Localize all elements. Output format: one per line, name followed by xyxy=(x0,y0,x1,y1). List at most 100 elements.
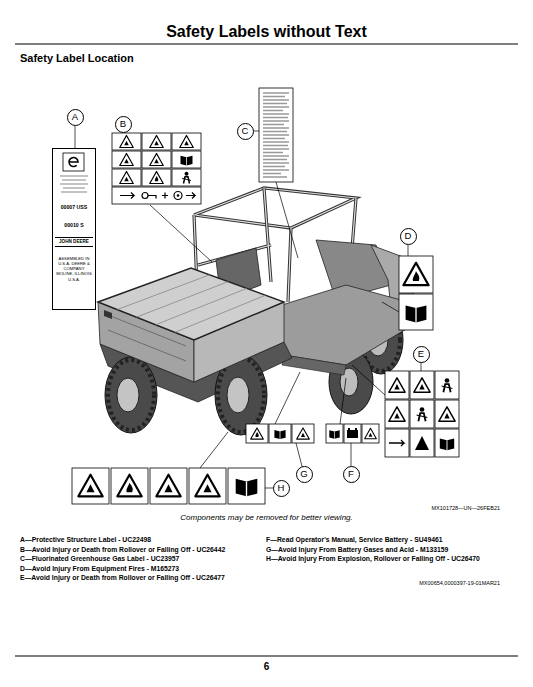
label-b-pictograms xyxy=(186,193,195,199)
callout-circle: F xyxy=(343,466,360,483)
label-e-pictograms xyxy=(410,371,434,399)
label-f-pictograms xyxy=(347,430,358,438)
label-b-pictograms xyxy=(150,154,164,166)
label-e-pictograms xyxy=(389,440,404,446)
figure-code: MX101728—UN—26FEB21 xyxy=(300,505,500,512)
label-h-pictograms xyxy=(189,468,226,504)
label-key-entry: G—Avoid Injury From Battery Gases and Ac… xyxy=(266,545,491,555)
callout-circle: A xyxy=(67,109,84,126)
label-g-pictograms xyxy=(269,424,291,443)
label-b-pictograms xyxy=(150,136,164,148)
label-e-pictograms xyxy=(417,407,428,421)
label-e-pictograms xyxy=(435,371,459,399)
label-e-pictograms xyxy=(435,429,459,457)
page-title: Safety Labels without Text xyxy=(0,23,533,41)
label-a-panel-art xyxy=(63,153,84,171)
label-f-pictograms xyxy=(344,424,361,443)
label-e-pictograms xyxy=(435,400,459,428)
page-number: 6 xyxy=(0,661,533,673)
utility-vehicle xyxy=(117,275,265,333)
utility-vehicle xyxy=(117,378,139,412)
label-e-pictograms xyxy=(385,400,409,428)
label-text: ASSEMBLED IN U.S.A. DEERE & COMPANY MOLI… xyxy=(55,256,93,282)
label-e-pictograms xyxy=(435,371,459,399)
label-b-pictograms xyxy=(177,194,180,197)
title-rule xyxy=(15,43,518,44)
label-e-pictograms xyxy=(435,400,459,428)
label-e-pictograms xyxy=(414,378,430,392)
label-d-pictograms xyxy=(399,256,433,293)
label-d-pictograms xyxy=(406,306,427,323)
label-d-pictograms xyxy=(399,294,433,330)
label-g-pictograms xyxy=(246,424,314,443)
callout-letter: F xyxy=(348,469,354,479)
label-panel: 00007 USS00010 SJOHN DEEREASSEMBLED IN U… xyxy=(52,148,96,310)
label-b-pictograms xyxy=(182,172,191,184)
label-d-pictograms xyxy=(399,256,433,293)
label-b-pictograms xyxy=(172,151,201,168)
label-key-entry: C—Fluorinated Greenhouse Gas Label - UC2… xyxy=(20,554,262,564)
callout-circle: E xyxy=(413,346,430,363)
label-b-pictograms xyxy=(181,156,193,166)
label-d-pictograms xyxy=(399,294,433,330)
figure-caption: Components may be removed for better vie… xyxy=(0,513,533,523)
label-d-pictograms xyxy=(399,256,433,330)
label-f-pictograms xyxy=(365,428,377,438)
callout-letter: E xyxy=(418,349,424,359)
label-d-pictograms xyxy=(403,263,428,285)
label-g-pictograms xyxy=(246,424,268,443)
label-key-entry: A—Protective Structure Label - UC22498 xyxy=(20,535,262,545)
label-b-pictograms xyxy=(120,154,134,166)
label-text: JOHN DEERE xyxy=(55,237,93,247)
label-b-pictograms xyxy=(174,192,182,200)
label-b-pictograms xyxy=(162,193,168,199)
label-b-pictograms xyxy=(112,133,141,150)
label-g-pictograms xyxy=(269,424,291,443)
label-b-pictograms xyxy=(172,133,201,150)
callout-circle: H xyxy=(273,480,290,497)
label-e-pictograms xyxy=(385,429,409,457)
label-b-pictograms xyxy=(172,169,201,186)
utility-vehicle xyxy=(194,188,356,228)
callout-letter: A xyxy=(72,112,78,122)
label-g-pictograms xyxy=(297,428,310,439)
label-e-pictograms xyxy=(410,429,434,457)
label-h-pictograms xyxy=(195,475,219,497)
utility-vehicle xyxy=(98,268,284,340)
utility-vehicle xyxy=(108,360,154,430)
label-b-pictograms xyxy=(112,151,141,168)
label-e-pictograms xyxy=(385,371,409,399)
label-f-pictograms xyxy=(344,424,361,443)
label-b-pictograms xyxy=(142,169,171,186)
label-e-pictograms xyxy=(435,429,459,457)
label-e-pictograms xyxy=(415,436,429,450)
label-b-pictograms xyxy=(112,133,141,150)
callout-letter: G xyxy=(300,469,307,479)
callout-letter: D xyxy=(405,231,412,241)
label-key-entry: H—Avoid Injury From Explosion, Rollover … xyxy=(266,554,491,564)
label-h-pictograms xyxy=(228,468,265,504)
label-g-pictograms xyxy=(292,424,314,443)
label-e-pictograms xyxy=(389,378,405,392)
label-e-pictograms xyxy=(389,407,405,421)
label-text: 00007 USS xyxy=(61,204,88,211)
label-c-panel xyxy=(263,93,289,177)
label-g-pictograms xyxy=(274,430,285,439)
document-code: MX00654,0000397-19-01MAR21 xyxy=(300,580,500,587)
label-h-pictograms xyxy=(150,468,187,504)
callout-circle: D xyxy=(400,228,417,245)
label-f-pictograms xyxy=(355,428,357,430)
label-f-pictograms xyxy=(326,424,343,443)
label-h-pictograms xyxy=(72,468,265,504)
label-e-pictograms xyxy=(410,400,434,428)
label-b-pictograms xyxy=(112,133,201,204)
callout-letter: H xyxy=(278,483,285,493)
label-b-pictograms xyxy=(172,169,201,186)
callout-circle: C xyxy=(237,123,254,140)
label-b-pictograms xyxy=(112,151,141,168)
label-b-pictograms xyxy=(172,133,201,150)
label-e-pictograms xyxy=(410,429,434,457)
label-h-pictograms xyxy=(111,468,148,504)
label-b-pictograms xyxy=(142,169,171,186)
label-b-pictograms xyxy=(142,133,171,150)
